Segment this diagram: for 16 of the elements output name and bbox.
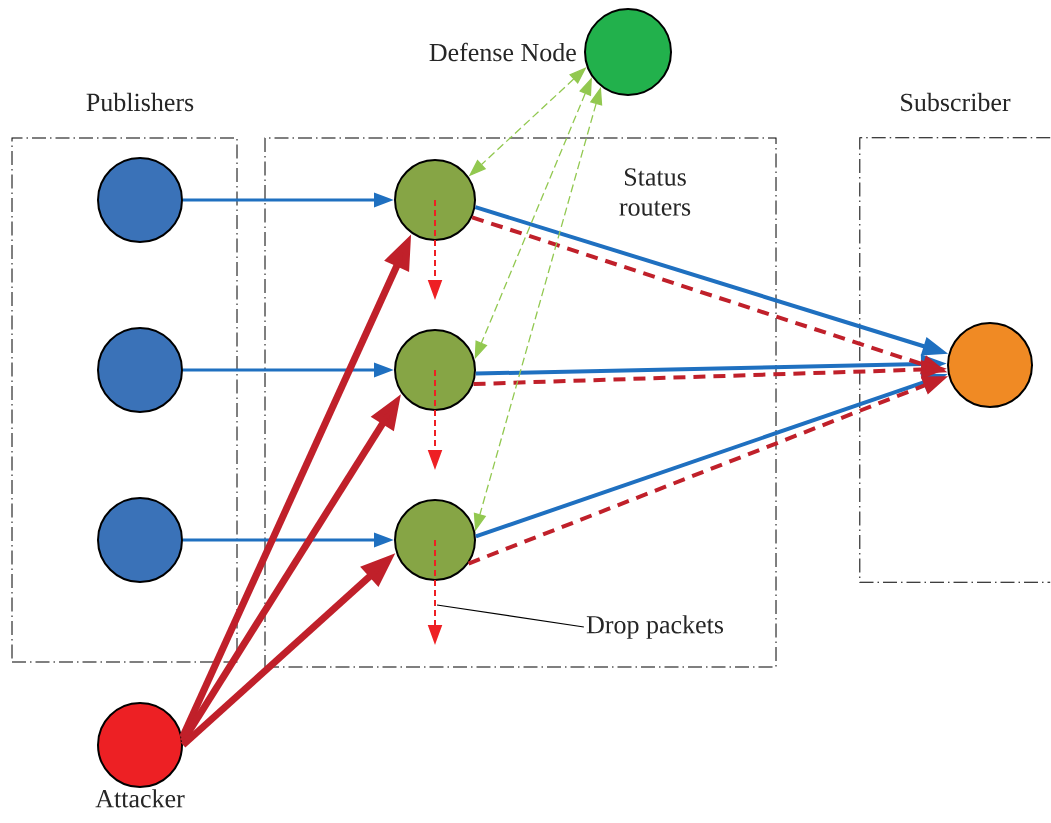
- circle-node: [394, 329, 476, 411]
- node-caption: Defense Node: [429, 42, 576, 62]
- group-box: Subscriber: [859, 92, 1051, 583]
- circle-node: [584, 8, 672, 96]
- callout-text: Drop packets: [586, 615, 724, 639]
- circle-node: [97, 157, 183, 243]
- circle-node: [394, 159, 476, 241]
- group-box: Publishers: [11, 92, 238, 663]
- node-label: Publishers: [86, 92, 194, 112]
- circle-node: [97, 702, 183, 788]
- node-caption: Attacker: [95, 789, 185, 808]
- circle-node: [394, 499, 476, 581]
- circle-node: [947, 322, 1033, 408]
- leader-line: [436, 604, 585, 628]
- circle-node: [97, 497, 183, 583]
- circle-node: [97, 327, 183, 413]
